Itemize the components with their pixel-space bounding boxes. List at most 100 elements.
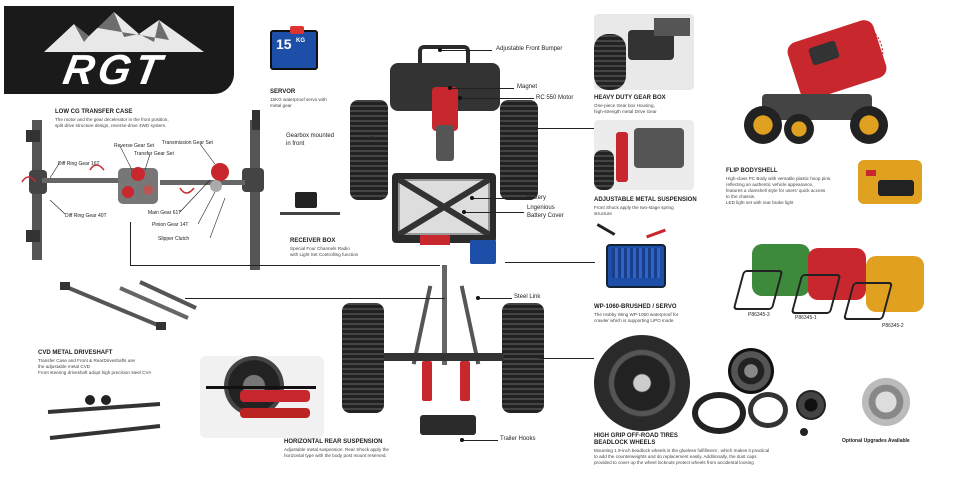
gearbox-title: HEAVY DUTY GEAR BOX: [594, 95, 666, 101]
adj-suspension-image: [594, 120, 694, 190]
cva-parts-image: [47, 395, 161, 440]
tires-desc-1: Mounting 1.9-inch beadlock wheels is the…: [594, 448, 770, 453]
beadlock-ring-image: [728, 348, 774, 394]
esc-desc-2: crawler which is supporting LiPO mode.: [594, 318, 675, 323]
label-reverse-gear: Reverse Gear Set: [114, 143, 155, 149]
label-transmission-gear: Transmission Gear Set: [162, 140, 213, 146]
esc-desc-1: The Hobby Wing WP-1060 waterproof for: [594, 312, 679, 317]
driveshaft-image: [60, 280, 197, 330]
esc-image: [596, 223, 680, 292]
servo-badge-unit: KG: [296, 38, 305, 44]
connector-driveshaft: [185, 298, 445, 299]
connector-esc: [505, 262, 595, 263]
driveshaft-desc-3: Front steering driveshaft adopt high pre…: [38, 370, 152, 375]
upgrade-wheel-image: [862, 378, 910, 426]
locknut-image: [800, 428, 808, 436]
label-battery-cover-2: Battery Cover: [527, 213, 564, 219]
outer-ring-image: [692, 392, 746, 434]
flip-shell-image: [738, 17, 898, 156]
dust-cap-image: [796, 390, 826, 420]
tires-desc-3: provided to cover up the wheel locknuts …: [594, 460, 754, 465]
upgrades-label: Optional Upgrades Available: [842, 438, 910, 444]
rear-suspension-desc-1: Adjustable metal suspension. Rear Shock …: [284, 447, 389, 452]
flip-shell-desc-1: High-class PC Body with versatile plasti…: [726, 176, 832, 181]
label-gearbox-front-2: in front: [286, 141, 305, 147]
leader-battery: [472, 198, 524, 199]
dot-battery-cover: [462, 210, 466, 214]
transfer-case-desc-2: split drive structure design, reverse-dr…: [55, 123, 167, 128]
dot-trailer-hooks: [460, 438, 464, 442]
label-gearbox-front-1: Gearbox mounted: [286, 133, 335, 139]
label-battery-cover-1: Lngenious: [527, 205, 555, 211]
transfer-case-desc-1: The motor and the gear decelerator in th…: [55, 117, 169, 122]
leader-steel-link: [478, 298, 512, 299]
label-main-gear: Main Gear 61T: [148, 210, 182, 216]
label-motor: RC 550 Motor: [536, 95, 574, 101]
flip-shell-title: FLIP BODYSHELL: [726, 168, 778, 174]
mountain-graphic: [44, 12, 204, 52]
label-magnet: Magnet: [517, 84, 538, 90]
gearbox-desc-1: One-piece Gear box Housing,: [594, 103, 655, 108]
receiver-title: RECEIVER BOX: [290, 238, 336, 244]
chassis-image: [342, 45, 544, 455]
tires-subtitle: BEADLOCK WHEELS: [594, 440, 656, 446]
inner-ring-image: [748, 392, 788, 428]
tire-image: [594, 335, 690, 431]
adj-suspension-title: ADJUSTABLE METAL SUSPENSION: [594, 197, 697, 203]
esc-title: WP-1060-BRUSHED / SERVO: [594, 304, 677, 310]
connector-transfer-v: [130, 222, 131, 266]
label-steel-link: Steel Link: [514, 294, 541, 300]
rear-suspension-desc-2: horizontal type with the body post mount…: [284, 453, 387, 458]
leader-magnet: [450, 88, 514, 89]
shell-code-2: P86345-1: [795, 315, 817, 321]
servo-image: 15 KG: [262, 22, 324, 80]
receiver-desc-2: with Light Set Controlling function: [290, 252, 359, 257]
transfer-case-title: LOW CG TRANSFER CASE: [55, 109, 133, 115]
adj-suspension-desc-2: structure: [594, 211, 612, 216]
flip-shell-desc-5: LED light set with rear brake light: [726, 200, 794, 205]
receiver-wires: [280, 212, 340, 215]
servo-title: SERVOR: [270, 89, 296, 95]
label-diff-ring-16t: Diff Ring Gear 16T: [58, 161, 100, 167]
connector-gearbox: [500, 128, 594, 129]
flip-shell-desc-3: features a clamshell style for users' qu…: [726, 188, 826, 193]
label-diff-ring-40t: Diff Ring Gear 40T: [65, 213, 107, 219]
gearbox-desc-2: high-strength metal Drive Gear: [594, 109, 657, 114]
label-pinion-gear: Pinion Gear 14T: [152, 222, 189, 228]
driveshaft-desc-1: Transfer Case and Front & RearDriveshaft…: [38, 358, 136, 363]
adj-suspension-desc-1: Front Shock apply the two-stage spring: [594, 205, 674, 210]
leader-motor: [460, 98, 534, 99]
driveshaft-title: CVD METAL DRIVESHAFT: [38, 350, 113, 356]
flip-shell-desc-4: to the chassis.: [726, 194, 756, 199]
label-slipper-clutch: Slipper Clutch: [158, 236, 190, 242]
connector-transfer: [130, 265, 440, 266]
logo-text: RGT: [59, 46, 169, 93]
brand-logo: RGT: [4, 6, 234, 94]
dot-steel-link: [476, 296, 480, 300]
receiver-image: [295, 192, 317, 208]
gearbox-image: [594, 14, 694, 90]
shell-code-1: P86345-3: [748, 312, 770, 318]
label-transfer-gear: Transfer Gear Set: [134, 151, 174, 157]
label-front-bumper: Adjustable Front Bumper: [496, 46, 563, 52]
label-trailer-hooks: Trailer Hooks: [500, 436, 536, 442]
label-battery: Battery: [527, 195, 547, 201]
leader-bumper: [440, 50, 492, 51]
shell-variants-image: [732, 240, 928, 324]
dot-battery: [470, 196, 474, 200]
drivetrain-diagram: [21, 110, 264, 270]
receiver-desc-1: Special Four Channels Radio: [290, 246, 350, 251]
connector-tires: [540, 358, 594, 359]
flip-shell-desc-2: reflecting an authentic vehicle appearan…: [726, 182, 814, 187]
servo-desc-2: metal gear: [270, 103, 292, 108]
shell-code-3: P86345-2: [882, 323, 904, 329]
leader-gearbox: [372, 136, 373, 137]
dot-motor: [458, 96, 462, 100]
tires-desc-2: to add the counterweights and do replace…: [594, 454, 757, 459]
leader-battery-cover: [464, 212, 524, 213]
driveshaft-desc-2: the adjustable metal CVD: [38, 364, 91, 369]
dot-magnet: [448, 86, 452, 90]
brake-light-image: [858, 160, 922, 204]
servo-desc-1: 15KG waterproof servo with: [270, 97, 327, 102]
tires-title: HIGH GRIP OFF-ROAD TIRES: [594, 433, 678, 439]
